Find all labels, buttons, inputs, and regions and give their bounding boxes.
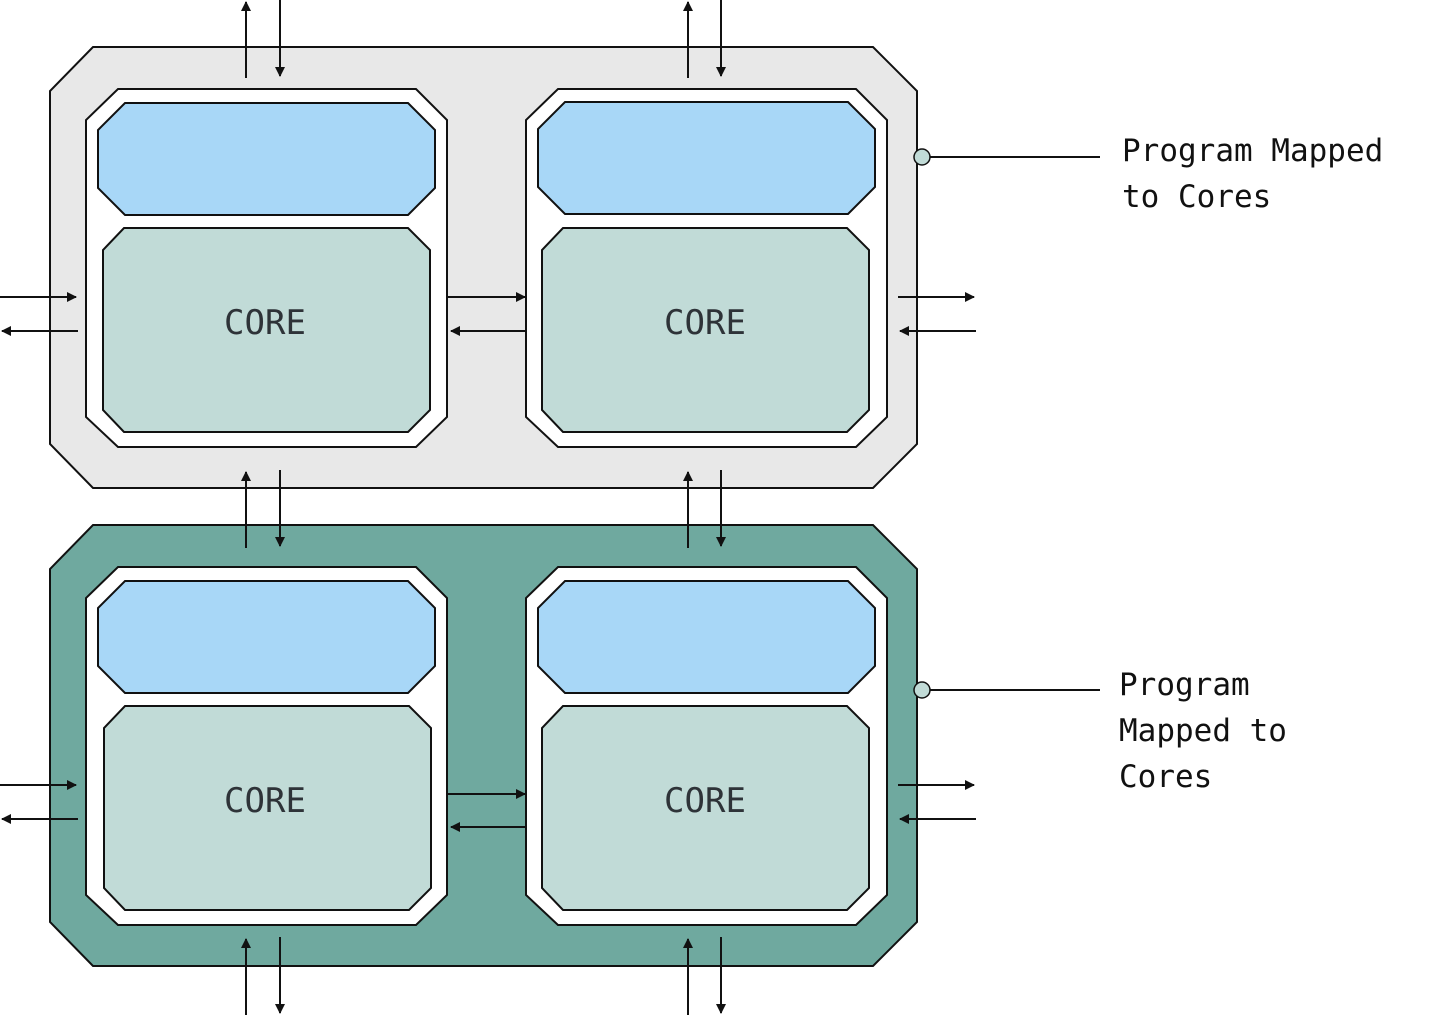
callout-label: Program Mapped to Cores [1119,667,1306,795]
memory-block [537,580,876,694]
callout-top: Program Mapped to Cores [913,133,1402,215]
memory-block [97,580,436,694]
core-label: CORE [224,303,306,343]
callout-bottom: Program Mapped to Cores [913,667,1306,795]
core-block [102,227,431,433]
callout-label: Program Mapped to Cores [1122,133,1402,215]
tile-top-left: CORE [85,88,448,448]
chip-bottom: CORE CORE Program [0,470,1306,1015]
memory-block [97,102,436,216]
chip-top: CORE CORE Program Mapped to Cores [0,0,1402,489]
tile-top-right: CORE [525,88,888,448]
callout-dot [913,148,931,166]
callout-dot [913,681,931,699]
core-label: CORE [664,303,746,343]
core-label: CORE [224,781,306,821]
memory-block [537,101,876,215]
tile-bottom-left: CORE [85,566,448,926]
core-block [103,705,432,911]
tile-bottom-right: CORE [525,566,888,926]
core-block [541,705,870,911]
core-block [541,227,870,433]
core-label: CORE [664,781,746,821]
